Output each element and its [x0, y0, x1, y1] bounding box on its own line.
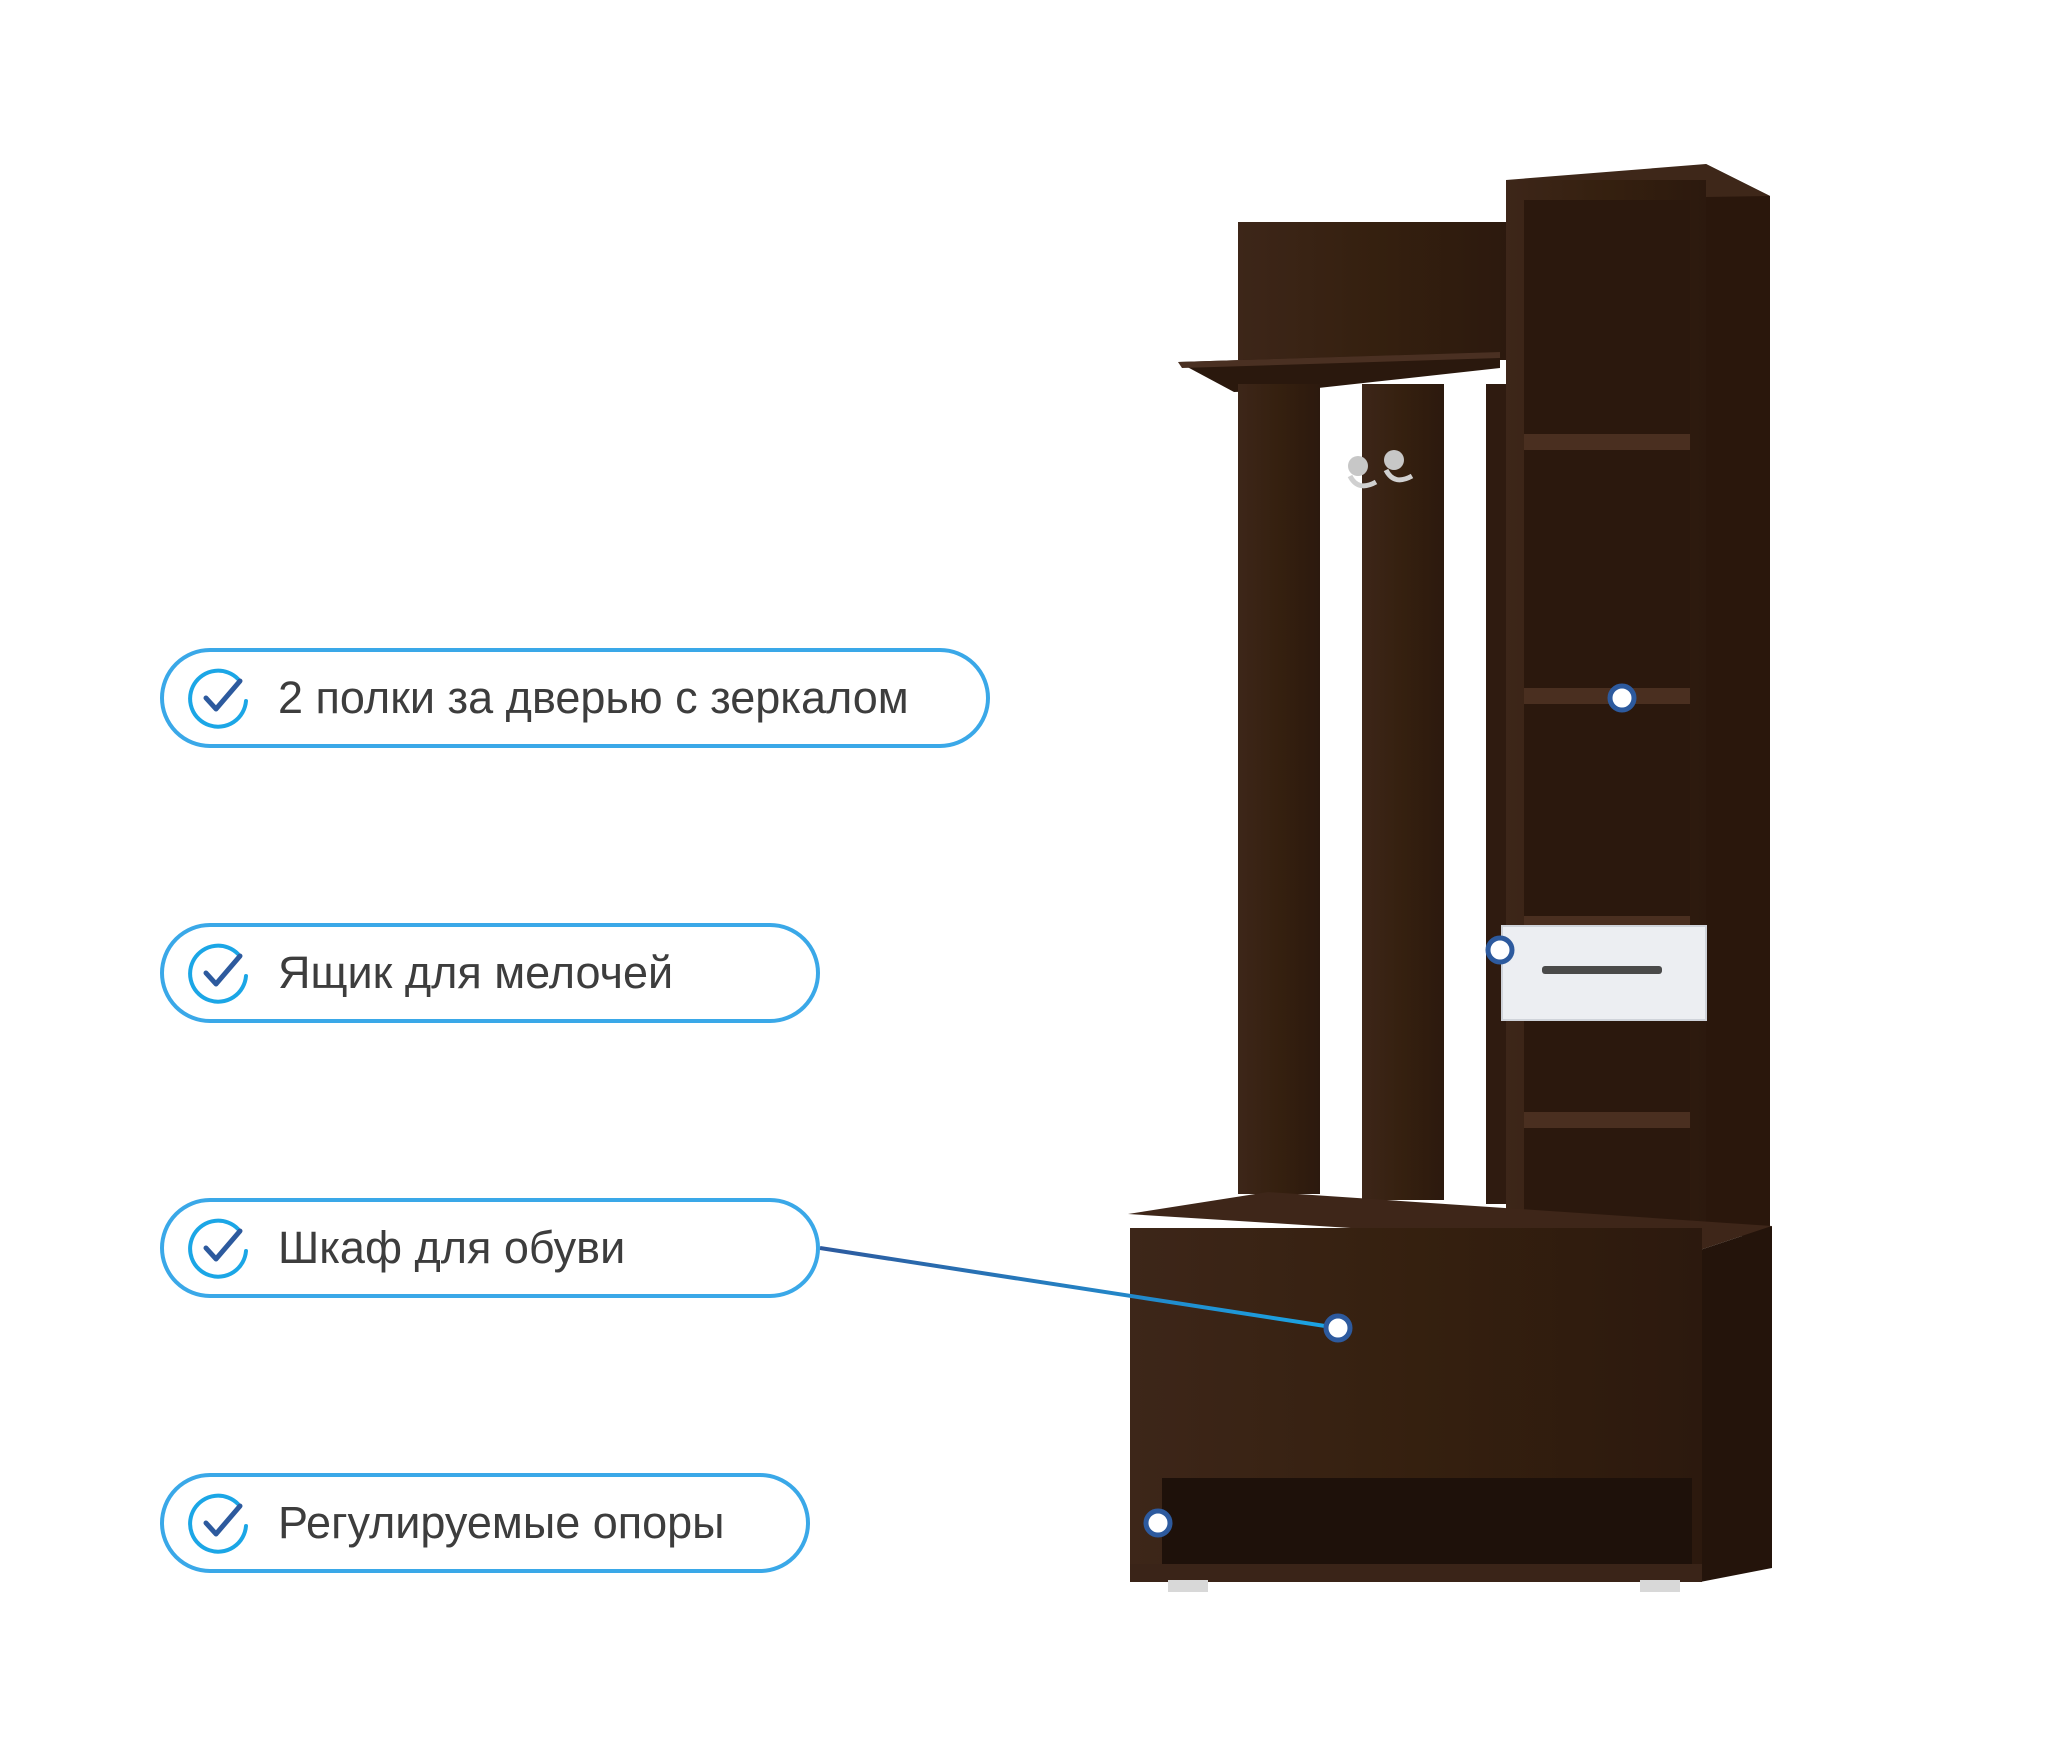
small-drawer	[1501, 925, 1707, 1021]
callout-adjustable-feet: Регулируемые опоры	[160, 1473, 810, 1573]
coat-hook-left-icon	[1347, 456, 1378, 489]
callout-shoe-cabinet: Шкаф для обуви	[160, 1198, 820, 1298]
coat-hook-right-icon	[1383, 450, 1414, 483]
check-circle-icon	[188, 1218, 248, 1279]
leader-dot-3	[1323, 1313, 1353, 1343]
adjustable-foot-right	[1640, 1580, 1680, 1592]
callout-label: Ящик для мелочей	[278, 947, 674, 998]
hat-shelf-top	[1178, 352, 1500, 368]
callout-label: Регулируемые опоры	[278, 1497, 725, 1548]
shelving-unit-side	[1706, 164, 1770, 1236]
check-circle-icon	[188, 943, 248, 1004]
shelving-unit-interior	[1524, 200, 1690, 1230]
check-circle-icon	[188, 1493, 248, 1554]
callout-leader-lines	[810, 683, 1637, 1538]
shoe-cabinet-side	[1700, 1226, 1772, 1582]
callout-label: Шкаф для обуви	[278, 1222, 626, 1273]
hanger-panel-left	[1238, 384, 1320, 1194]
leader-dot-1	[1607, 683, 1637, 713]
callout-label: 2 полки за дверью с зеркалом	[278, 672, 909, 723]
callout-small-items-drawer: Ящик для мелочей	[160, 923, 820, 1023]
check-circle-icon	[188, 668, 248, 729]
shoe-cabinet-bottom	[1130, 1564, 1702, 1582]
leader-dot-2	[1485, 935, 1515, 965]
shoe-cabinet-opening	[1162, 1478, 1692, 1574]
leader-line-3	[819, 1246, 1339, 1330]
hanger-panel-middle	[1362, 384, 1444, 1200]
adjustable-foot-left	[1168, 1580, 1208, 1592]
callout-shelves-behind-mirror-door: 2 полки за дверью с зеркалом	[160, 648, 990, 748]
leader-dot-4	[1143, 1508, 1173, 1538]
hanger-top-panel	[1238, 222, 1510, 360]
furniture	[1128, 164, 1772, 1592]
